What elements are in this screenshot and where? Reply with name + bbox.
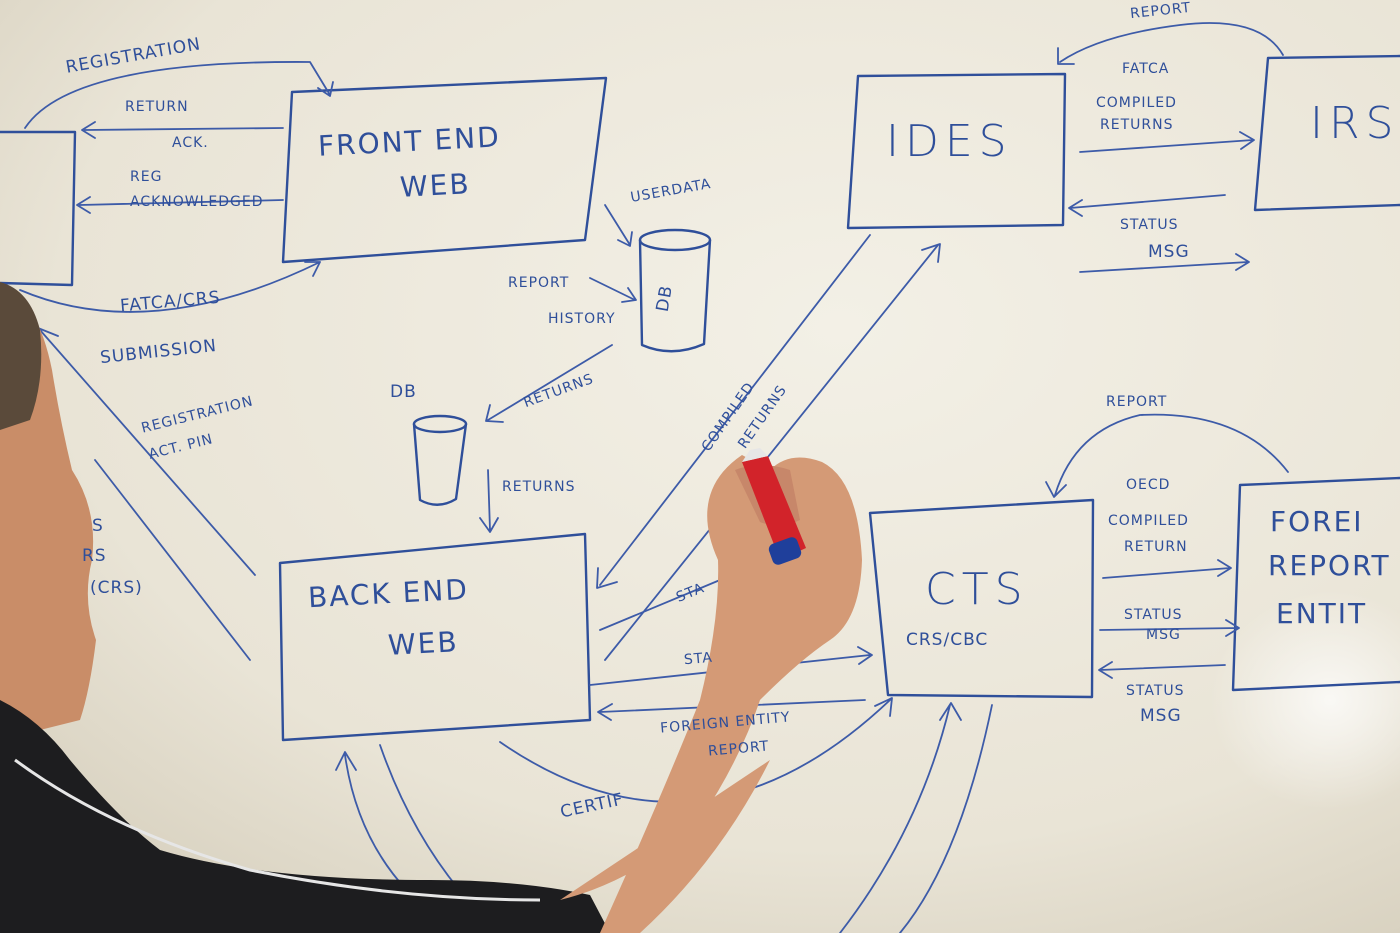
bottom-arc-cts-2 [899,704,993,933]
front-end-subtitle: WEB [399,167,472,204]
ides-box [846,72,1067,230]
return-foreign-label: RETURN [1124,539,1188,555]
left-partial-box [0,130,77,287]
status-irs-label: STATUS [1120,217,1179,233]
left-fragment-3: (CRS) [90,578,143,598]
back-end-subtitle: WEB [387,625,460,662]
compiled-irs-label: COMPILED [1096,95,1177,111]
history-label: HISTORY [548,311,616,327]
report-arc-irs [1057,22,1284,65]
foreign-line-3: ENTIT [1276,597,1368,630]
back-end-web-box [278,532,592,742]
status-msg-arrow-foreign [1099,619,1240,637]
ack-label: ACK. [172,135,209,151]
db-cylinder-top [638,228,712,353]
left-fragment-1: S [92,516,104,536]
fatca-returns-arrow [1079,131,1255,153]
report-foreign-label: REPORT [1106,394,1168,410]
submission-arrow [19,261,321,313]
userdata-arrow [604,204,633,247]
status-foreign-label: STATUS [1124,607,1183,623]
db-cylinder-mid [412,414,468,506]
status-msg-arrow-cts [1098,661,1226,679]
returns-irs-label: RETURNS [1100,117,1174,133]
front-end-web-box [281,76,608,264]
left-fragment-2: RS [82,546,107,566]
status-msg-arrow-ides [1068,194,1226,217]
compiled-returns-arrow-down [596,234,871,589]
reg-ack-arrow [76,196,284,214]
cts-box [868,498,1095,699]
foreign-line-2: REPORT [1268,549,1391,582]
status-msg-arrow-irs [1079,253,1250,273]
status-line-upper [599,579,721,631]
return-ack-arrow [81,121,284,139]
bottom-arc-cts [839,702,962,933]
irs-box [1253,54,1400,212]
compiled-foreign-label: COMPILED [1108,513,1189,529]
db-top-label: DB [652,283,678,314]
person-silhouette-icon [0,282,862,933]
fatca-label: FATCA [1122,61,1170,77]
msg-irs-label: MSG [1148,242,1190,262]
compiled-returns-arrow-up [604,243,941,661]
oecd-returns-arrow [1102,559,1232,579]
reg-label: REG [130,169,163,185]
whiteboard-marker-icon [742,448,806,565]
acknowledged-label: ACKNOWLEDGED [130,194,264,210]
foreign-line-1: FOREI [1270,505,1364,538]
return-label: RETURN [125,99,189,115]
db-mid-label: DB [390,382,417,402]
back-end-title: BACK END [307,572,470,615]
report-arc-foreign [1045,413,1289,498]
cts-subtitle: CRS/CBC [906,630,989,650]
status-cts-label: STATUS [1126,683,1185,699]
registration-arrow [24,61,334,129]
ides-title: IDES [886,116,1013,167]
irs-title: IRS [1310,98,1400,149]
msg-cts-label: MSG [1140,706,1182,726]
returns-arrow-2 [479,469,499,533]
left-diagonal-line [94,459,251,661]
report-history-arrow [589,277,637,303]
cts-title: CTS [925,564,1029,615]
msg-foreign-label: MSG [1146,627,1181,643]
oecd-label: OECD [1126,477,1171,493]
returns-label-2: RETURNS [502,479,576,495]
report-label: REPORT [508,275,570,291]
sta-label-2: STA [683,649,714,669]
light-glare [1210,590,1400,810]
returns-arrow-1 [485,344,613,423]
foreign-entity-box [1231,476,1400,692]
